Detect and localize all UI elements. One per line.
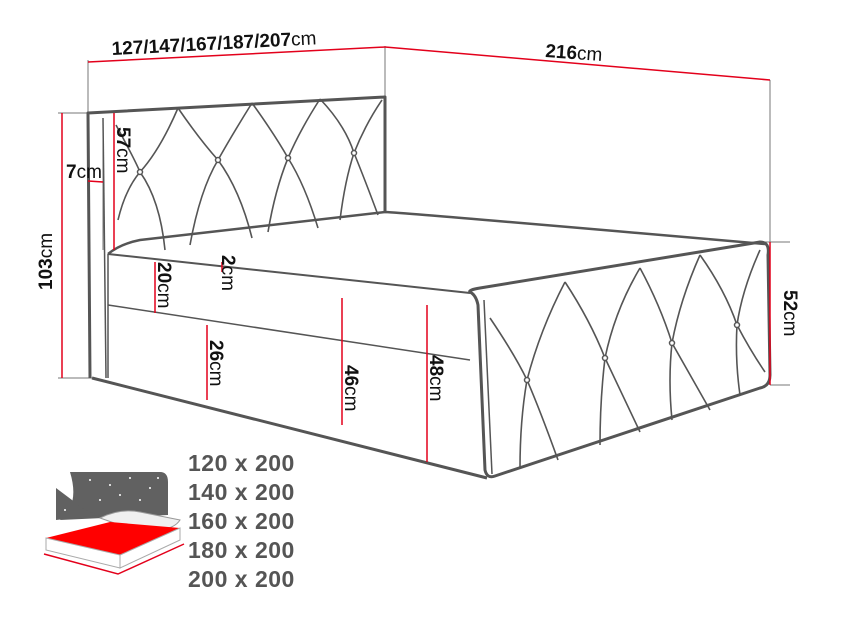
mattress-front [107,253,471,294]
headboard [86,95,387,379]
headboard-thickness-label: 7cm [66,162,102,183]
footboard-inner [483,299,493,475]
topper-label: 2cm [217,255,238,291]
footboard-height-label: 52cm [779,290,800,336]
size-option: 200 x 200 [188,566,295,592]
front-height-label: 48cm [425,355,446,401]
headboard-inner [102,117,107,379]
side-height-label: 46cm [340,365,361,411]
dimension-lines [61,46,771,462]
mattress-bottom [107,304,471,361]
size-option: 140 x 200 [188,479,295,505]
length-label: 216cm [545,41,603,66]
size-option: 120 x 200 [188,450,295,476]
size-option: 180 x 200 [188,537,295,563]
footboard-tufting [489,249,766,469]
headboard-height-label: 57cm [112,127,133,173]
stars [64,477,159,511]
available-sizes-list: 120 x 200 140 x 200 160 x 200 180 x 200 … [188,449,295,594]
size-option: 160 x 200 [188,508,295,534]
headboard-tufting [115,98,383,251]
mattress-top [107,210,766,255]
headboard-buttons [136,149,358,176]
base-height-label: 26cm [205,340,226,386]
base-bottom [91,376,488,480]
bed-size-icon [43,472,185,575]
mattress-height-label: 20cm [153,262,174,308]
bed-outline [86,95,772,480]
total-height-label: 103cm [36,233,57,290]
footboard [468,240,772,479]
footboard-buttons [523,321,741,384]
